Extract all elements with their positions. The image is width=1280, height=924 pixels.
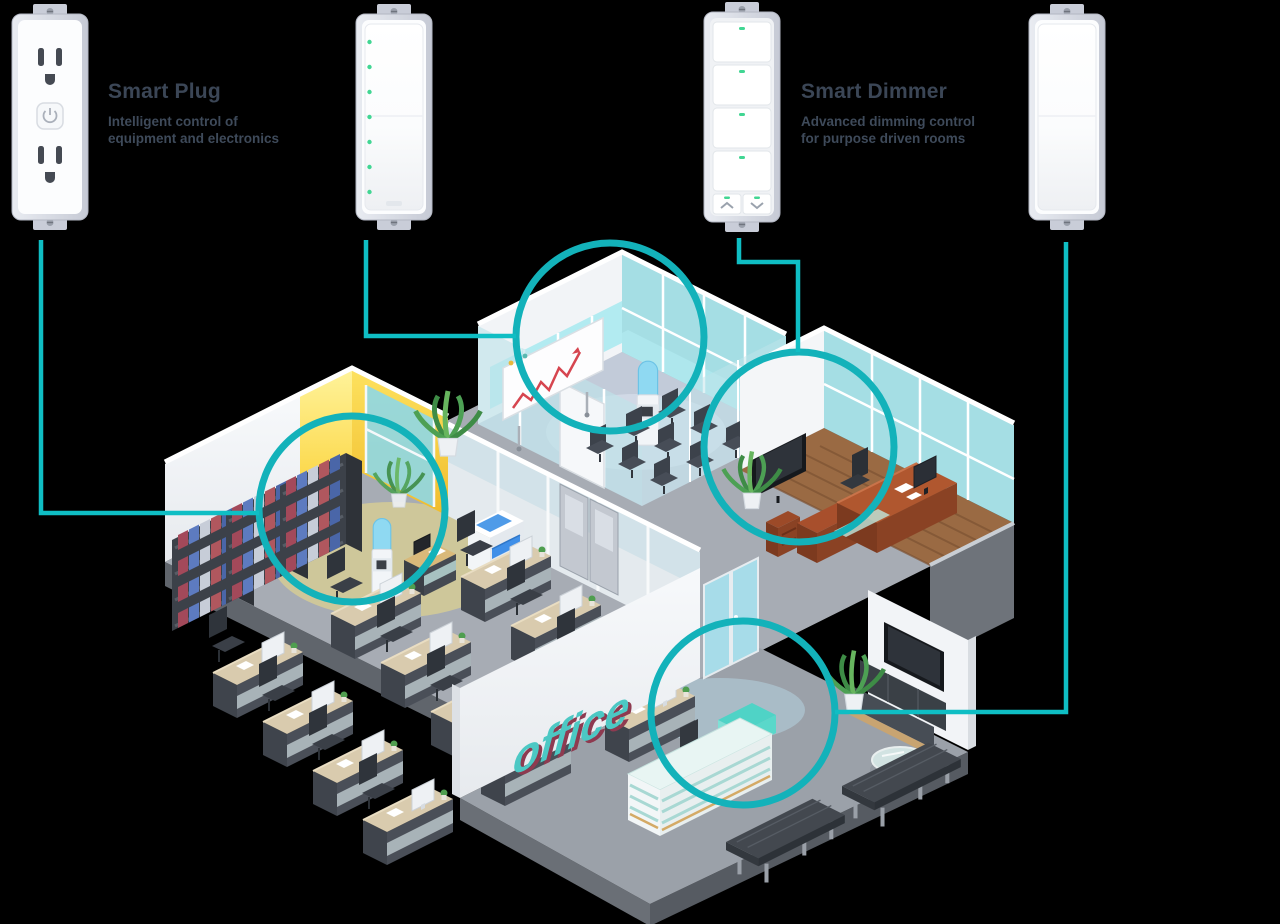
- six-button-keypad-icon: [703, 2, 781, 232]
- reception-desk: [626, 703, 776, 836]
- device-card-smart-dimmer: Smart Dimmer Advanced dimming control fo…: [346, 0, 975, 230]
- connector-smart-plug: [38, 240, 259, 516]
- device-desc-smart-plug-line1: Intelligent control of: [108, 114, 238, 129]
- smart-dimmer-icon: [355, 4, 433, 230]
- device-title-smart-plug: Smart Plug: [108, 80, 221, 103]
- device-desc-smart-plug-line2: equipment and electronics: [108, 131, 280, 146]
- smart-switch-icon: [1028, 4, 1106, 230]
- connector-smart-switch: [835, 242, 1069, 715]
- callouts: [38, 238, 1069, 809]
- smart-plug-icon: [11, 4, 89, 230]
- device-desc-smart-dimmer-line2: for purpose driven rooms: [801, 131, 966, 146]
- device-card-keypad: 6-Button Keypad Dim lights, control shad…: [692, 0, 1032, 240]
- callout-circle-copy-area: [255, 412, 449, 606]
- northwest-wall: [163, 365, 450, 562]
- device-title-smart-dimmer: Smart Dimmer: [801, 80, 947, 103]
- device-card-smart-plug: Smart Plug Intelligent control of equipm…: [0, 0, 330, 230]
- executive-tv: [752, 433, 806, 503]
- connector-keypad: [736, 238, 801, 352]
- device-desc-smart-dimmer-line1: Advanced dimming control: [801, 114, 976, 129]
- whiteboard-chart: [502, 316, 604, 452]
- device-card-smart-switch: Smart Switch Simple manual control of li…: [1018, 0, 1280, 230]
- reception-tv: [884, 622, 944, 692]
- corridor-partition: [446, 421, 702, 642]
- corridor-double-door: [559, 483, 619, 596]
- connector-smart-dimmer: [363, 240, 516, 339]
